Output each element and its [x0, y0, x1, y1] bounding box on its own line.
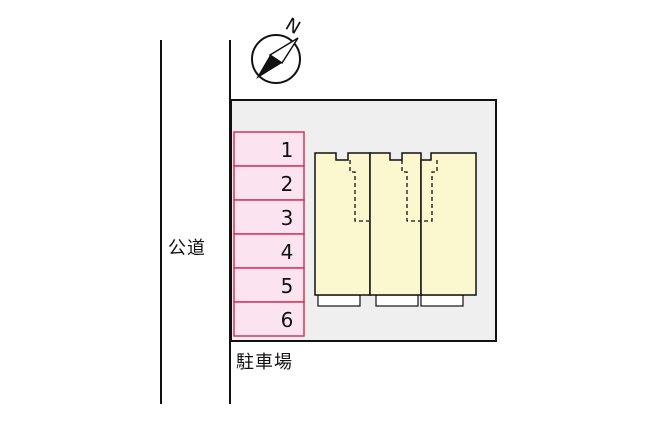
parking-space — [233, 267, 305, 303]
parking-space — [233, 199, 305, 235]
entrance-outline — [401, 160, 421, 222]
balcony — [375, 294, 419, 307]
parking-space-number: 4 — [281, 240, 294, 264]
parking-space — [233, 165, 305, 201]
parking-spaces: 1 2 3 4 5 6 — [233, 131, 305, 337]
parking-label: 駐車場 — [236, 352, 293, 373]
balcony — [420, 294, 464, 307]
parking-space — [233, 131, 305, 167]
building-unit — [314, 152, 371, 296]
parking-space-number: 5 — [281, 274, 294, 298]
building-unit — [420, 152, 477, 296]
building-unit — [369, 152, 422, 296]
parking-space-number: 2 — [281, 172, 294, 196]
parking-space-number: 6 — [281, 308, 294, 332]
parking-space-number: 3 — [281, 206, 294, 230]
entrance-outline — [421, 160, 438, 222]
balcony — [317, 294, 361, 307]
parking-space-number: 1 — [281, 138, 294, 162]
entrance-outline — [349, 160, 369, 222]
road-label: 公道 — [168, 238, 206, 259]
parking-space — [233, 301, 305, 337]
parking-space — [233, 233, 305, 269]
building-block — [314, 152, 477, 307]
compass-icon — [251, 34, 301, 84]
